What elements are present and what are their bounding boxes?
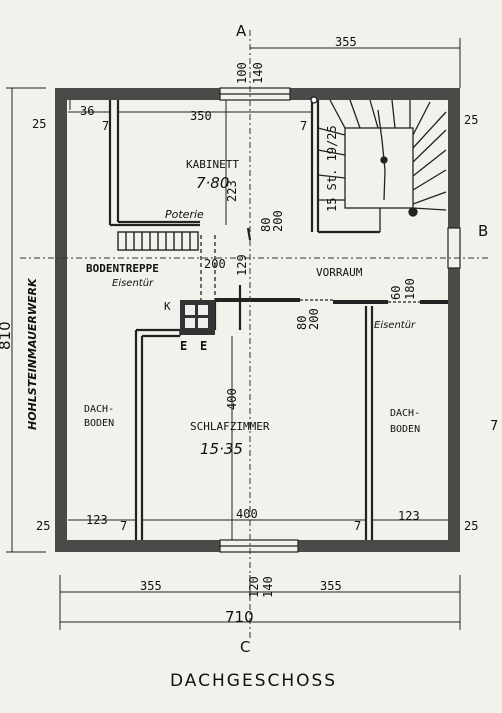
side-label-hohlsteinmauerwerk: HOHLSTEINMAUERWERK bbox=[26, 277, 39, 430]
dim-123-left: 123 bbox=[86, 513, 108, 527]
dim-36: 36 bbox=[80, 104, 94, 118]
interior-walls bbox=[108, 100, 448, 540]
dim-bottom-355-left: 355 bbox=[140, 579, 162, 593]
dim-400-vertical: 400 bbox=[225, 388, 239, 410]
dim-7-a: 7 bbox=[102, 119, 109, 133]
room-kabinett-name: KABINETT bbox=[186, 158, 239, 171]
dim-top-100: 100 bbox=[235, 62, 249, 84]
dim-bottom-355-right: 355 bbox=[320, 579, 342, 593]
section-mark-c: C bbox=[240, 638, 250, 656]
section-mark-a: A bbox=[236, 22, 247, 40]
label-eisentuer-left: Eisentür bbox=[112, 278, 154, 289]
right-mark: 7 bbox=[490, 419, 498, 434]
dim-400-horizontal: 400 bbox=[236, 507, 258, 521]
label-bodentreppe: BODENTREPPE bbox=[86, 262, 159, 275]
stair-label: 15 St. 19/25 bbox=[325, 125, 339, 212]
room-vorraum: VORRAUM bbox=[316, 266, 363, 279]
label-e-2: E bbox=[200, 339, 207, 353]
label-k: K bbox=[164, 300, 171, 313]
room-schlafzimmer-area: 15·35 bbox=[200, 440, 243, 458]
room-dachboden-left-line2: BODEN bbox=[84, 418, 114, 429]
dim-25-top-left: 25 bbox=[32, 117, 46, 131]
dimension-lines bbox=[6, 38, 461, 630]
dim-223: 223 bbox=[225, 180, 239, 202]
staircase bbox=[310, 96, 447, 232]
dim-710: 710 bbox=[225, 608, 254, 626]
dim-123-right: 123 bbox=[398, 509, 420, 523]
dim-129: 129 bbox=[235, 254, 249, 276]
drawing-title: DACHGESCHOSS bbox=[170, 671, 337, 691]
dim-7-b: 7 bbox=[300, 119, 307, 133]
bodentreppe-hatch bbox=[117, 231, 199, 251]
room-dachboden-right-line2: BODEN bbox=[390, 424, 420, 435]
room-kabinett-area: 7·80 bbox=[196, 174, 229, 192]
windows bbox=[219, 87, 461, 553]
dim-7-c: 7 bbox=[120, 519, 127, 533]
section-lines bbox=[20, 30, 490, 640]
dim-25-bottom-left: 25 bbox=[36, 519, 50, 533]
dim-200-b: 200 bbox=[204, 257, 226, 271]
dim-80-a: 80 bbox=[259, 218, 273, 232]
label-e-1: E bbox=[180, 339, 187, 353]
dim-80-b: 80 bbox=[295, 316, 309, 330]
dim-25-bottom-right: 25 bbox=[464, 519, 478, 533]
dim-7-d: 7 bbox=[354, 519, 361, 533]
room-schlafzimmer-name: SCHLAFZIMMER bbox=[190, 420, 270, 433]
dim-200-c: 200 bbox=[307, 308, 321, 330]
label-eisentuer-right: Eisentür bbox=[374, 320, 416, 331]
dim-120: 120 bbox=[247, 576, 261, 598]
dim-140-bottom: 140 bbox=[261, 576, 275, 598]
chimney bbox=[180, 300, 215, 335]
label-poterie: Poterie bbox=[165, 208, 204, 221]
room-dachboden-right-line1: DACH- bbox=[390, 408, 420, 419]
dim-top-140: 140 bbox=[251, 62, 265, 84]
dim-200-a: 200 bbox=[271, 210, 285, 232]
outer-walls bbox=[55, 88, 460, 552]
room-dachboden-left-line1: DACH- bbox=[84, 404, 114, 415]
dim-top-355: 355 bbox=[335, 35, 357, 49]
dim-25-top-right: 25 bbox=[464, 113, 478, 127]
dim-350: 350 bbox=[190, 109, 212, 123]
dim-810: 810 bbox=[0, 321, 14, 350]
section-mark-b: B bbox=[478, 222, 488, 240]
dim-60: 60 bbox=[389, 286, 403, 300]
dim-180: 180 bbox=[403, 278, 417, 300]
doors bbox=[179, 235, 420, 336]
